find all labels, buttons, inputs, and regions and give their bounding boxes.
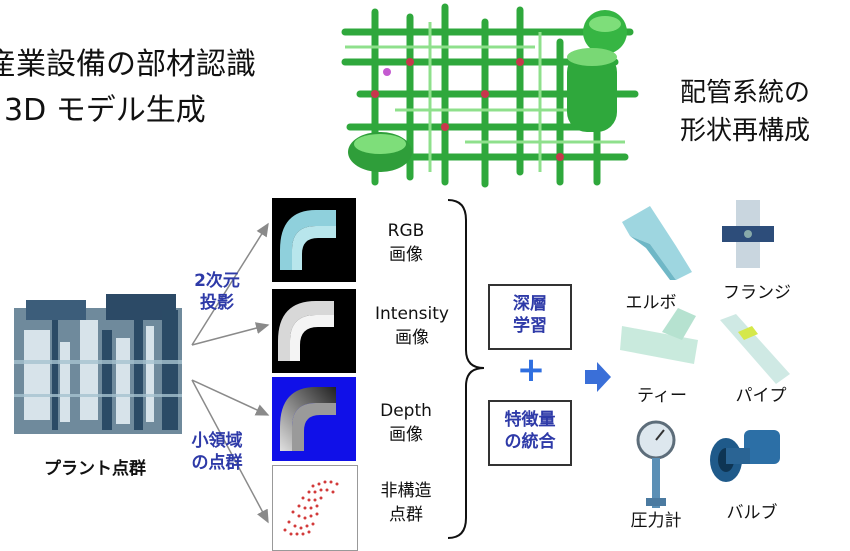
- merge-brace: [447, 199, 485, 539]
- depth-label-line1: Depth: [380, 401, 432, 421]
- point-cloud-label-line1: 非構造: [380, 481, 432, 501]
- feature-fusion-box: 特徴量 の統合: [488, 400, 572, 466]
- intensity-label-line1: Intensity: [375, 304, 449, 324]
- point-cloud-image: [272, 465, 358, 551]
- plant-point-cloud-image: [6, 290, 192, 442]
- intensity-image: [272, 289, 356, 373]
- arrow-to-rgb: [191, 222, 269, 346]
- deep-learning-line2: 学習: [513, 316, 547, 336]
- rgb-label-line2: 画像: [389, 245, 423, 265]
- plus-sign: +: [516, 350, 546, 390]
- title-line1: 産業設備の部材認識: [0, 47, 256, 82]
- result-arrow: [585, 362, 611, 392]
- output-tee: ティー: [637, 386, 687, 406]
- pipe-model-render: [335, 2, 640, 188]
- input-label: プラント点群: [44, 459, 146, 479]
- point-cloud-label-line2: 点群: [389, 505, 423, 525]
- pressure-gauge-image: [632, 418, 680, 510]
- deep-learning-box: 深層 学習: [488, 284, 572, 350]
- output-valve: バルブ: [726, 503, 778, 523]
- tee-image: [618, 306, 702, 378]
- depth-label-line2: 画像: [389, 425, 423, 445]
- valve-image: [708, 422, 786, 486]
- rgb-image: [272, 198, 356, 282]
- local-label-line1: 小領域: [191, 431, 243, 451]
- output-pressure-gauge: 圧力計: [630, 511, 682, 531]
- arrow-to-depth: [191, 379, 270, 416]
- feature-fusion-line1: 特徴量: [504, 410, 556, 430]
- projection-label-line2: 投影: [200, 293, 234, 313]
- local-label-line2: の点群: [191, 453, 243, 473]
- depth-image: [272, 377, 356, 461]
- feature-fusion-line2: の統合: [504, 432, 556, 452]
- reconstruction-caption-line2: 形状再構成: [680, 116, 811, 146]
- projection-label-line1: 2次元: [194, 271, 240, 291]
- output-flange: フランジ: [723, 283, 791, 303]
- rgb-label-line1: RGB: [387, 221, 425, 241]
- deep-learning-line1: 深層: [513, 294, 547, 314]
- arrow-to-intensity: [191, 322, 270, 346]
- output-elbow: エルボ: [625, 293, 677, 313]
- reconstruction-caption-line1: 配管系統の: [680, 78, 811, 108]
- intensity-label-line2: 画像: [395, 328, 429, 348]
- pipe-image: [716, 312, 796, 386]
- title-line2: 3D モデル生成: [4, 93, 206, 128]
- flange-image: [718, 198, 778, 272]
- arrow-to-point-cloud: [191, 379, 269, 524]
- elbow-image: [616, 200, 696, 280]
- output-pipe: パイプ: [735, 386, 787, 406]
